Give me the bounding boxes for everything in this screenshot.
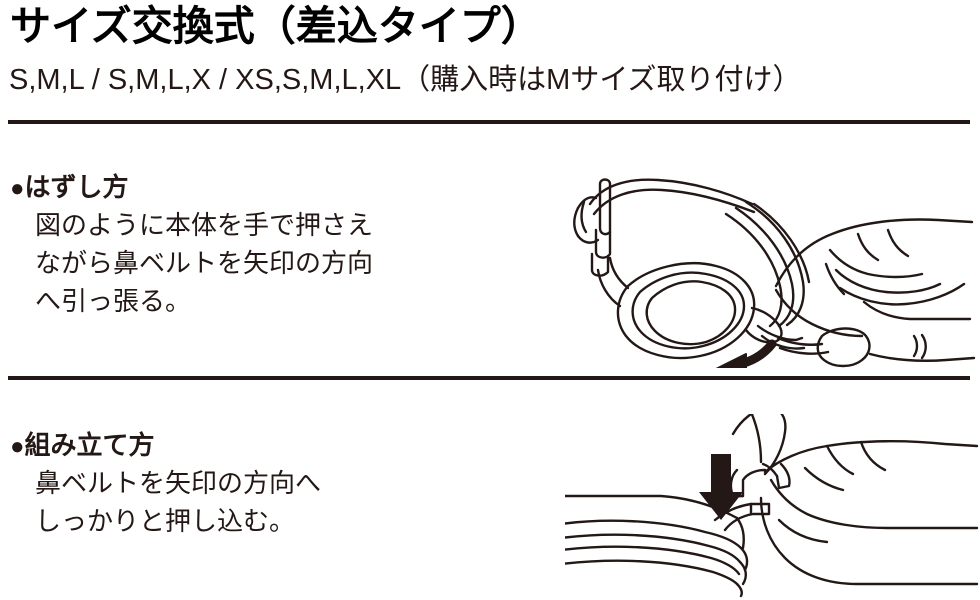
section-removal-heading: ●はずし方 — [10, 170, 373, 206]
body-line: 図のように本体を手で押さえ — [35, 210, 374, 240]
size-variants-subtitle: S,M,L / S,M,L,X / XS,S,M,L,XL（購入時はMサイズ取り… — [9, 64, 802, 96]
divider-between-sections — [8, 376, 970, 380]
section-assembly-heading-label: 組み立て方 — [24, 430, 155, 460]
divider-under-header — [8, 120, 970, 124]
bullet-icon: ● — [10, 433, 25, 460]
section-removal: ●はずし方 図のように本体を手で押さえ ながら鼻ベルトを矢印の方向 へ引っ張る。 — [0, 170, 980, 370]
body-line: しっかりと押し込む。 — [35, 506, 296, 536]
nose-belt-insert-diagram — [565, 414, 980, 599]
bullet-icon: ● — [10, 175, 25, 202]
section-removal-heading-label: はずし方 — [24, 172, 129, 202]
section-assembly-body: 鼻ベルトを矢印の方向へ しっかりと押し込む。 — [10, 464, 321, 540]
section-removal-text: ●はずし方 図のように本体を手で押さえ ながら鼻ベルトを矢印の方向 へ引っ張る。 — [10, 170, 373, 320]
body-line: 鼻ベルトを矢印の方向へ — [35, 468, 322, 498]
section-assembly-text: ●組み立て方 鼻ベルトを矢印の方向へ しっかりと押し込む。 — [10, 428, 321, 540]
section-assembly: ●組み立て方 鼻ベルトを矢印の方向へ しっかりと押し込む。 — [0, 414, 980, 598]
body-line: ながら鼻ベルトを矢印の方向 — [35, 248, 374, 278]
goggles-hand-pull-diagram — [540, 158, 980, 368]
page-title: サイズ交換式（差込タイプ） — [10, 3, 542, 49]
body-line: へ引っ張る。 — [35, 286, 192, 316]
down-arrow — [699, 454, 743, 520]
section-removal-body: 図のように本体を手で押さえ ながら鼻ベルトを矢印の方向 へ引っ張る。 — [10, 206, 373, 320]
section-assembly-heading: ●組み立て方 — [10, 428, 321, 464]
